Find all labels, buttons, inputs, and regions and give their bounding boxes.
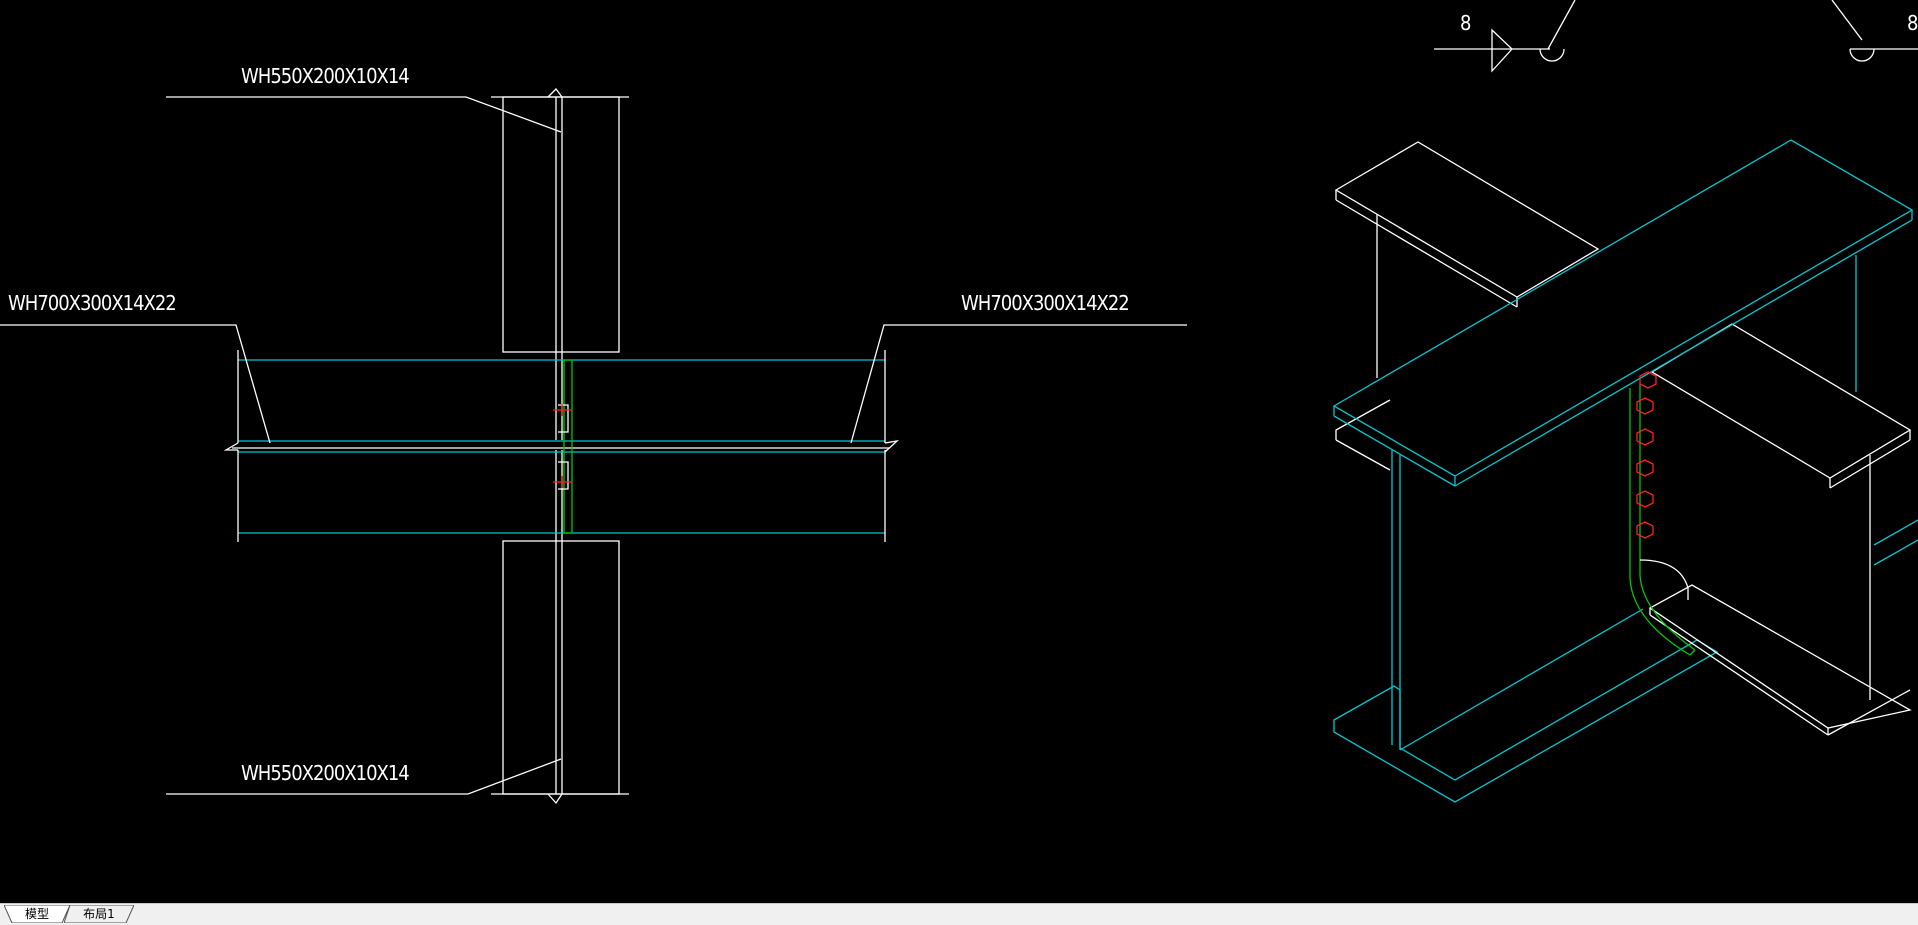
iso-shear-plate bbox=[1629, 384, 1696, 656]
iso-left-web bbox=[1335, 399, 1391, 471]
iso-column-top-flange bbox=[1334, 141, 1600, 378]
beam-ends bbox=[223, 350, 900, 542]
weld-size-label-right: 8 bbox=[1907, 11, 1918, 35]
bottom-column bbox=[491, 450, 629, 805]
elevation-view bbox=[0, 88, 1187, 805]
label-right-beam: WH700X300X14X22 bbox=[961, 291, 1129, 315]
tab-layout1-shape bbox=[64, 905, 134, 923]
tab-model-label: 模型 bbox=[24, 907, 49, 921]
label-top-column: WH550X200X10X14 bbox=[241, 64, 409, 88]
top-column bbox=[491, 88, 629, 440]
leader-lines bbox=[0, 96, 1187, 795]
bolt-marks bbox=[553, 404, 572, 488]
iso-beam-top-flange bbox=[1332, 139, 1914, 487]
main-beam bbox=[238, 359, 885, 534]
bolt-icon bbox=[1636, 371, 1657, 539]
tab-model[interactable]: 模型 bbox=[4, 905, 70, 923]
iso-cope-cut bbox=[1639, 559, 1689, 600]
model-space-canvas[interactable]: WH550X200X10X14 WH550X200X10X14 WH700X30… bbox=[0, 0, 1918, 903]
label-bottom-column: WH550X200X10X14 bbox=[241, 761, 409, 785]
tab-layout1-label: 布局1 bbox=[83, 907, 115, 921]
layout-tab-bar: 模型 布局1 bbox=[0, 903, 1918, 925]
shear-plate bbox=[563, 359, 573, 534]
tab-layout1[interactable]: 布局1 bbox=[64, 905, 134, 923]
iso-beam-web bbox=[1391, 255, 1857, 750]
iso-beam-bottom-flange bbox=[1333, 519, 1918, 803]
tab-model-shape bbox=[4, 905, 70, 923]
label-left-beam: WH700X300X14X22 bbox=[8, 291, 176, 315]
weld-size-label: 8 bbox=[1460, 11, 1471, 35]
iso-right-lower-flange bbox=[1648, 584, 1912, 736]
plate-detail bbox=[558, 404, 569, 490]
weld-symbol-icon bbox=[1434, 0, 1918, 73]
isometric-view bbox=[1332, 139, 1918, 803]
